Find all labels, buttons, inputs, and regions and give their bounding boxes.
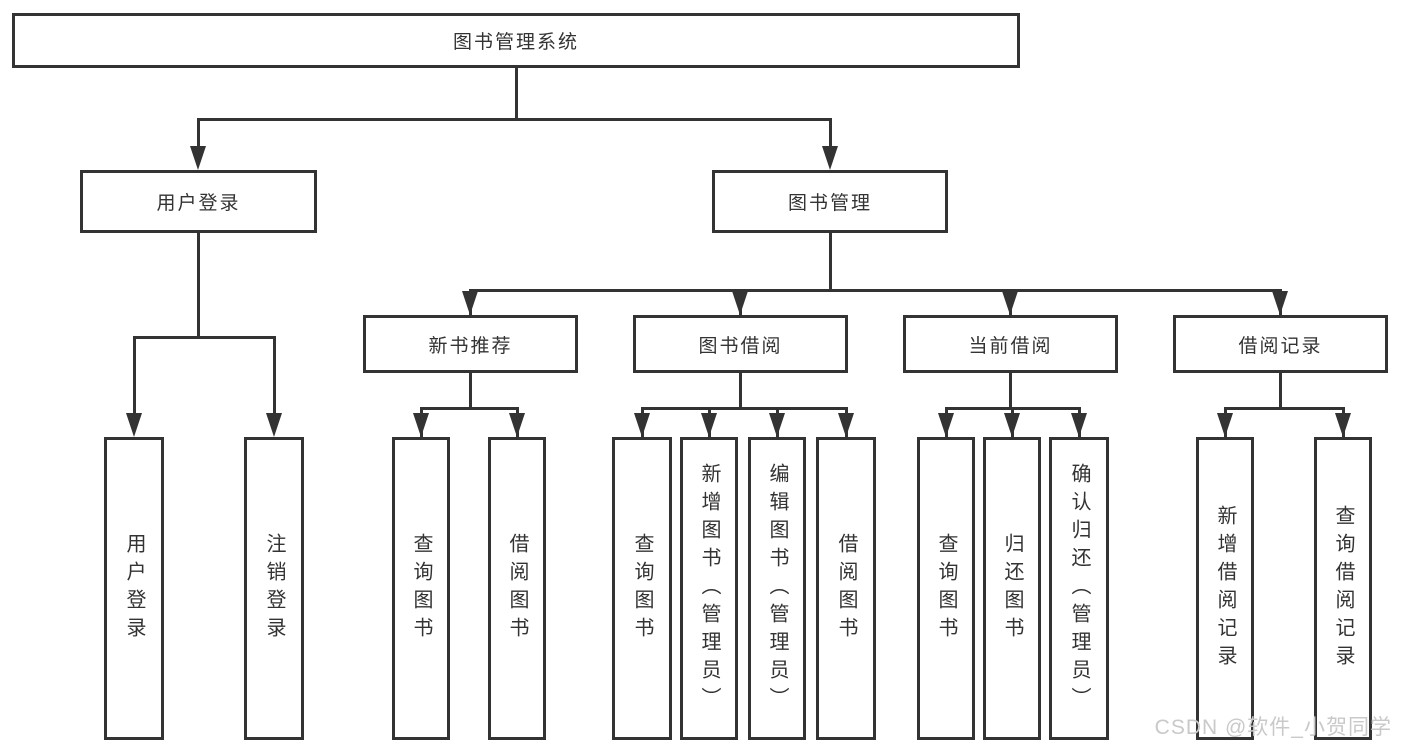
leaf-user-login: 用户登录 — [104, 437, 164, 740]
connector-to-user-login — [197, 118, 200, 148]
connector-records-split — [1224, 407, 1345, 410]
arrowhead-down-icon — [126, 413, 142, 437]
connector-recommend-stem — [469, 373, 472, 407]
leaf-label: 查询图书 — [631, 532, 653, 645]
connector-to-leaf-user-login — [133, 336, 136, 414]
arrowhead-down-icon — [1002, 291, 1018, 315]
node-user-login: 用户登录 — [80, 170, 317, 233]
node-borrow-records: 借阅记录 — [1173, 315, 1388, 373]
node-label: 当前借阅 — [968, 335, 1053, 357]
node-current-borrow: 当前借阅 — [903, 315, 1118, 373]
arrowhead-down-icon — [1335, 413, 1351, 437]
leaf-label: 借阅图书 — [835, 532, 857, 645]
arrowhead-down-icon — [413, 413, 429, 437]
leaf-label: 新增图书（管理员） — [698, 462, 720, 715]
leaf-borrow-books-recommend: 借阅图书 — [488, 437, 546, 740]
connector-login-stem — [197, 233, 200, 336]
leaf-confirm-return-admin: 确认归还（管理员） — [1049, 437, 1109, 740]
connector-recommend-split — [420, 407, 519, 410]
arrowhead-down-icon — [266, 413, 282, 437]
node-label: 图书管理系统 — [452, 32, 579, 53]
node-label: 图书管理 — [787, 193, 872, 214]
leaf-label: 借阅图书 — [506, 532, 528, 645]
leaf-query-books-borrow: 查询图书 — [612, 437, 672, 740]
arrowhead-down-icon — [732, 291, 748, 315]
leaf-label: 新增借阅记录 — [1214, 504, 1236, 673]
leaf-query-books-current: 查询图书 — [917, 437, 975, 740]
leaf-edit-book-admin: 编辑图书（管理员） — [748, 437, 806, 740]
leaf-add-borrow-record: 新增借阅记录 — [1196, 437, 1254, 740]
node-library-management-system: 图书管理系统 — [12, 13, 1020, 68]
leaf-return-book: 归还图书 — [983, 437, 1041, 740]
leaf-label: 用户登录 — [123, 532, 145, 645]
connector-management-split — [469, 289, 1282, 292]
connector-login-split — [133, 336, 276, 339]
arrowhead-down-icon — [462, 291, 478, 315]
connector-current-stem — [1009, 373, 1012, 407]
arrowhead-down-icon — [822, 146, 838, 170]
connector-borrow-split — [641, 407, 848, 410]
connector-root-split — [197, 118, 832, 121]
node-label: 新书推荐 — [428, 335, 513, 357]
leaf-add-book-admin: 新增图书（管理员） — [680, 437, 738, 740]
leaf-label: 确认归还（管理员） — [1068, 462, 1090, 715]
leaf-label: 编辑图书（管理员） — [766, 462, 788, 715]
arrowhead-down-icon — [1071, 413, 1087, 437]
arrowhead-down-icon — [1217, 413, 1233, 437]
node-label: 图书借阅 — [698, 335, 783, 357]
arrowhead-down-icon — [1272, 291, 1288, 315]
arrowhead-down-icon — [938, 413, 954, 437]
leaf-label: 查询图书 — [935, 532, 957, 645]
node-label: 用户登录 — [156, 193, 241, 214]
node-label: 借阅记录 — [1238, 335, 1323, 357]
leaf-label: 注销登录 — [263, 532, 285, 645]
leaf-label: 查询借阅记录 — [1332, 504, 1354, 673]
connector-borrow-stem — [739, 373, 742, 407]
arrowhead-down-icon — [634, 413, 650, 437]
leaf-label: 查询图书 — [410, 532, 432, 645]
node-book-management: 图书管理 — [712, 170, 948, 233]
connector-root-stem — [515, 68, 518, 118]
arrowhead-down-icon — [701, 413, 717, 437]
leaf-logout: 注销登录 — [244, 437, 304, 740]
csdn-watermark: CSDN @软件_小贺同学 — [1154, 716, 1392, 739]
arrowhead-down-icon — [769, 413, 785, 437]
arrowhead-down-icon — [509, 413, 525, 437]
leaf-query-borrow-record: 查询借阅记录 — [1314, 437, 1372, 740]
leaf-label: 归还图书 — [1001, 532, 1023, 645]
leaf-borrow-books-borrow: 借阅图书 — [816, 437, 876, 740]
node-new-book-recommend: 新书推荐 — [363, 315, 578, 373]
connector-to-leaf-logout — [273, 336, 276, 414]
leaf-query-books-recommend: 查询图书 — [392, 437, 450, 740]
node-book-borrow: 图书借阅 — [633, 315, 848, 373]
arrowhead-down-icon — [838, 413, 854, 437]
connector-to-book-management — [829, 118, 832, 148]
arrowhead-down-icon — [1004, 413, 1020, 437]
connector-management-stem — [829, 233, 832, 289]
connector-records-stem — [1279, 373, 1282, 407]
arrowhead-down-icon — [190, 146, 206, 170]
